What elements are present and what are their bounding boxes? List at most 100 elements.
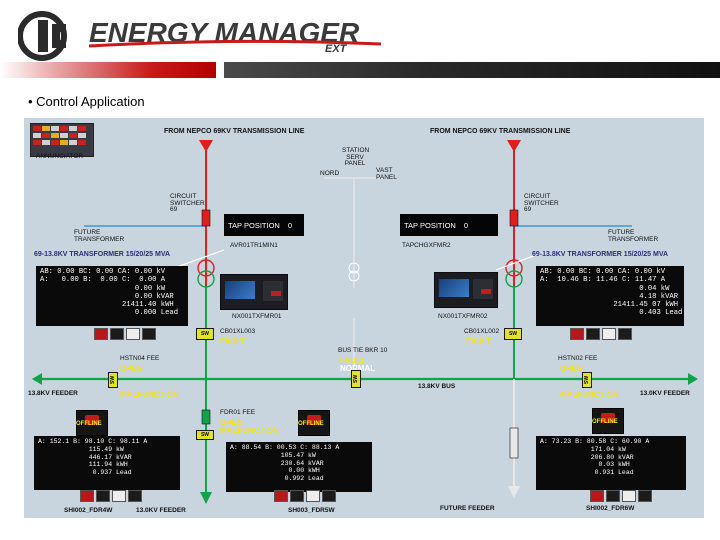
transformer-left-label: 69-13.8KV TRANSFORMER 15/20/25 MVA bbox=[34, 251, 171, 258]
meter-right-name: NX001TXFMR02 bbox=[438, 313, 488, 320]
tap-left-label: TAP POSITION bbox=[228, 220, 280, 230]
feeder-mid-malfunction: MALFUNCTION bbox=[220, 426, 279, 435]
bus-left-label: 13.8KV FEEDER bbox=[28, 390, 78, 397]
control-bar-right[interactable] bbox=[570, 328, 632, 340]
meter-right-line: AB: 0.00 BC: 0.00 CA: 0.00 kV bbox=[540, 268, 666, 276]
feed-left-line: 0.937 Lead bbox=[38, 469, 132, 477]
feed-left-line: 115.49 kW bbox=[38, 445, 124, 453]
main-left-status: FAULT bbox=[220, 337, 246, 346]
tap-position-right[interactable]: TAP POSITION 0 bbox=[400, 214, 498, 236]
bus-mid-label: 13.8KV BUS bbox=[418, 383, 456, 390]
annunciator-label: ANNUNCIATOR bbox=[36, 153, 84, 160]
feed-left-name: SHI002_FDR4W bbox=[64, 507, 113, 514]
offline-mid-label: OFFLINE bbox=[298, 421, 324, 427]
meter-left-line: 0.00 kVAR bbox=[40, 292, 174, 301]
feed-mid-line: 230.64 kVAR bbox=[230, 459, 324, 467]
meter-left-line: AB: 0.00 BC: 0.00 CA: 0.00 kV bbox=[40, 268, 166, 276]
future-feeder-label: FUTURE FEEDER bbox=[440, 505, 495, 512]
tap-right-label: TAP POSITION bbox=[404, 220, 456, 230]
vast-panel-label: VAST PANEL bbox=[376, 167, 397, 181]
transformer-right-label: 69-13.8KV TRANSFORMER 15/20/25 MVA bbox=[532, 251, 669, 258]
feed-right-line: 171.04 kW bbox=[540, 445, 626, 453]
feeder-right-malfunction: MALFUNCTION bbox=[560, 390, 619, 399]
feed-right-name: SHI002_FDR6W bbox=[586, 505, 635, 512]
feeder-mid-bkr-label: FDR01 FEE bbox=[220, 409, 256, 416]
one-line-diagram: ANNUNCIATOR FROM NEPCO 69KV TRANSMISSION… bbox=[24, 118, 704, 518]
offline-device-mid[interactable] bbox=[298, 410, 330, 436]
header-dark-bar bbox=[224, 62, 720, 78]
meter-right-line: 0.403 Lead bbox=[540, 309, 683, 318]
offline-device-left[interactable] bbox=[76, 410, 108, 436]
meter-left-line: A: 0.00 B: 0.00 C: 0.00 A bbox=[40, 276, 166, 285]
meter-right-line: 4.18 kVAR bbox=[540, 292, 679, 301]
feeder-mid-switch[interactable]: SW bbox=[196, 430, 214, 440]
feed-left-line: A: 152.1 B: 98.10 C: 98.11 A bbox=[38, 438, 148, 445]
tap-position-left[interactable]: TAP POSITION 0 bbox=[224, 214, 304, 236]
control-bar-feed-left[interactable] bbox=[80, 490, 142, 502]
meter-right-line: 0.04 kW bbox=[540, 284, 670, 293]
meter-icon[interactable] bbox=[434, 272, 498, 308]
eig-logo-icon bbox=[17, 10, 74, 62]
energy-manager-banner: ENERGY MANAGER EXT bbox=[85, 14, 385, 55]
annunciator-panel[interactable] bbox=[30, 123, 94, 157]
feed-right-line: A: 73.23 B: 80.58 C: 60.90 A bbox=[540, 438, 650, 445]
feeder-mid-open: OPEN bbox=[220, 418, 243, 427]
station-serv-label: STATION SERV PANEL bbox=[342, 147, 370, 167]
feed-mid-name: SH003_FDR5W bbox=[288, 507, 335, 514]
feeder-right-readings[interactable]: A: 73.23 B: 80.58 C: 60.90 A 171.04 kW 2… bbox=[536, 436, 686, 490]
meter-left-name: NX001TXFMR01 bbox=[232, 313, 282, 320]
feed-mid-line: 0.00 kWH bbox=[230, 467, 320, 475]
feeder-right-bkr-label: HSTN02 FEE bbox=[558, 355, 598, 362]
tap-right-value: 0 bbox=[463, 220, 468, 230]
future-right-label: FUTURE TRANSFORMER bbox=[608, 229, 659, 243]
line-left-label: FROM NEPCO 69KV TRANSMISSION LINE bbox=[164, 128, 305, 135]
tap-left-value: 0 bbox=[287, 220, 292, 230]
bus-right-label: 13.0KV FEEDER bbox=[640, 390, 690, 397]
control-bar-feed-mid[interactable] bbox=[274, 490, 336, 502]
meter-right-line: 21411.45 07 kWH bbox=[540, 301, 679, 310]
feed-right-line: 206.80 kVAR bbox=[540, 453, 634, 461]
main-right-switch[interactable]: SW bbox=[504, 328, 522, 340]
line-right-label: FROM NEPCO 69KV TRANSMISSION LINE bbox=[430, 128, 571, 135]
feeder-left-open: OPEN bbox=[120, 364, 143, 373]
meter-icon[interactable] bbox=[220, 274, 288, 310]
section-title: • Control Application bbox=[28, 94, 145, 109]
control-bar-feed-right[interactable] bbox=[590, 490, 652, 502]
feed-left-line: 446.17 kVAR bbox=[38, 453, 132, 461]
future-left-label: FUTURE TRANSFORMER bbox=[74, 229, 125, 243]
bus-tie-fault: FAULT bbox=[340, 356, 366, 365]
bus-tie-switch[interactable]: SW bbox=[351, 370, 361, 388]
feed-mid-line: 0.992 Lead bbox=[230, 475, 324, 483]
feed-mid-line: 105.47 kW bbox=[230, 451, 316, 459]
feed-right-line: 0.03 kWH bbox=[540, 461, 630, 469]
main-right-label: CB01XL002 bbox=[464, 328, 500, 335]
feeder-mid-readings[interactable]: A: 88.54 B: 00.53 C: 88.13 A 105.47 kW 2… bbox=[226, 442, 372, 492]
breaker-right-label: CIRCUIT SWITCHER 69 bbox=[524, 193, 559, 213]
feed-right-line: 0.931 Lead bbox=[540, 469, 634, 477]
breaker-left-label: CIRCUIT SWITCHER 69 bbox=[170, 193, 205, 213]
bus-tie-label: BUS TIE BKR 10 bbox=[338, 347, 388, 354]
meter-left-line: 21411.40 kWH bbox=[40, 301, 174, 310]
main-left-label: CB01XL003 bbox=[220, 328, 256, 335]
meter-left-line: 0.000 Lead bbox=[40, 309, 179, 318]
main-right-status: FAULT bbox=[466, 337, 492, 346]
banner-sub: EXT bbox=[325, 43, 348, 54]
feeder-left-malfunction: MALFUNCTION bbox=[120, 390, 179, 399]
feed-left-feeder: 13.0KV FEEDER bbox=[136, 507, 186, 514]
station-board-label: NORD bbox=[320, 170, 340, 177]
offline-left-label: OFFLINE bbox=[76, 421, 102, 427]
meter-right-line: A: 10.46 B: 11.46 C: 11.47 A bbox=[540, 276, 666, 285]
feeder-left-switch[interactable]: SW bbox=[108, 372, 118, 388]
main-left-switch[interactable]: SW bbox=[196, 328, 214, 340]
bus-tie-normal: NORMAL bbox=[340, 364, 376, 373]
offline-device-right[interactable] bbox=[592, 408, 624, 434]
offline-right-label: OFFLINE bbox=[592, 419, 618, 425]
feed-left-line: 111.94 kWH bbox=[38, 461, 128, 469]
tap-left-name: AVR01TR1MIN1 bbox=[230, 242, 278, 249]
feeder-right-open: OPEN bbox=[560, 364, 583, 373]
feeder-right-switch[interactable]: SW bbox=[582, 372, 592, 388]
control-bar-left[interactable] bbox=[94, 328, 156, 340]
feeder-left-readings[interactable]: A: 152.1 B: 98.10 C: 98.11 A 115.49 kW 4… bbox=[34, 436, 180, 490]
